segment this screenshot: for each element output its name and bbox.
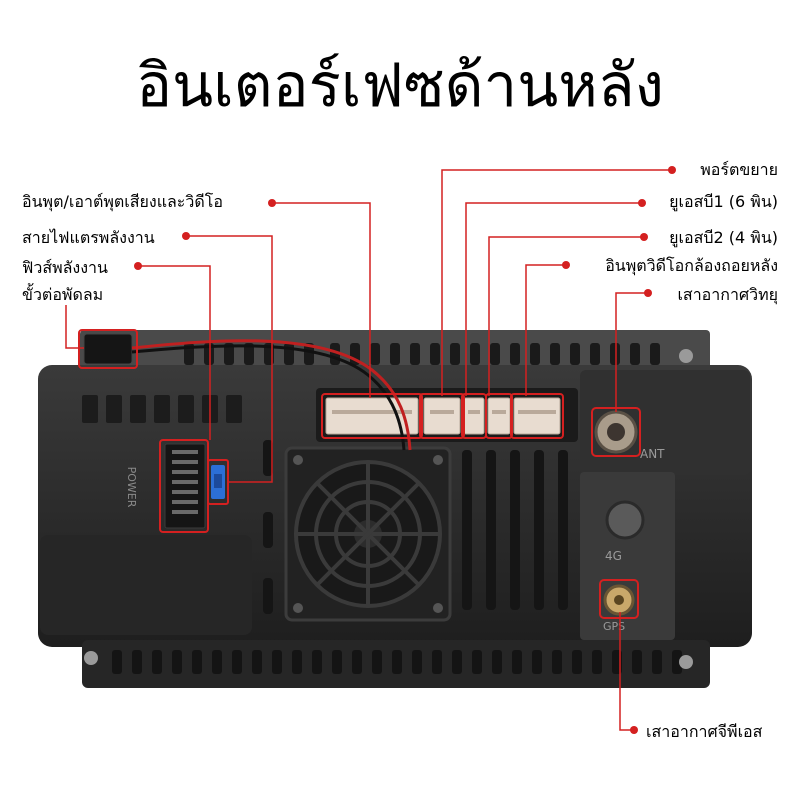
label-av-io: อินพุต/เอาต์พุตเสียงและวิดีโอ bbox=[22, 192, 223, 211]
label-expansion-port: พอร์ตขยาย bbox=[700, 160, 778, 179]
usb1-connector bbox=[463, 397, 485, 435]
ant-text: ANT bbox=[640, 447, 665, 461]
power-connector bbox=[164, 443, 206, 529]
av-io-connector bbox=[325, 397, 419, 435]
expansion-port-connector bbox=[423, 397, 461, 435]
4g-text: 4G bbox=[605, 549, 622, 563]
label-usb1: ยูเอสบี1 (6 พิน) bbox=[669, 192, 778, 211]
label-power-cable: สายไฟแตรพลังงาน bbox=[22, 228, 155, 247]
callout-dots bbox=[134, 166, 676, 734]
label-usb2: ยูเอสบี2 (4 พิน) bbox=[669, 228, 778, 247]
label-power-fuse: ฟิวส์พลังงาน bbox=[22, 258, 108, 277]
gps-panel bbox=[580, 472, 675, 640]
left-block-slots bbox=[82, 395, 242, 423]
gps-text: GPS bbox=[603, 620, 625, 633]
power-text: POWER bbox=[125, 467, 138, 508]
rear-camera-connector bbox=[513, 397, 561, 435]
bottom-ribs bbox=[112, 650, 682, 674]
label-rear-camera-input: อินพุตวิดีโอกล้องถอยหลัง bbox=[605, 256, 778, 275]
page-title: อินเตอร์เฟซด้านหลัง bbox=[136, 51, 664, 121]
left-lower-block bbox=[40, 535, 252, 635]
usb2-connector bbox=[487, 397, 511, 435]
label-gps-antenna: เสาอากาศจีพีเอส bbox=[646, 722, 763, 741]
callout-lines bbox=[65, 169, 672, 731]
fan-connector bbox=[83, 333, 133, 365]
label-radio-antenna: เสาอากาศวิทยุ bbox=[677, 285, 778, 304]
highlight-boxes bbox=[78, 329, 641, 619]
power-connector-pins bbox=[172, 450, 198, 514]
4g-socket bbox=[605, 500, 645, 540]
label-fan-connector: ขั้วต่อพัดลม bbox=[22, 285, 104, 304]
